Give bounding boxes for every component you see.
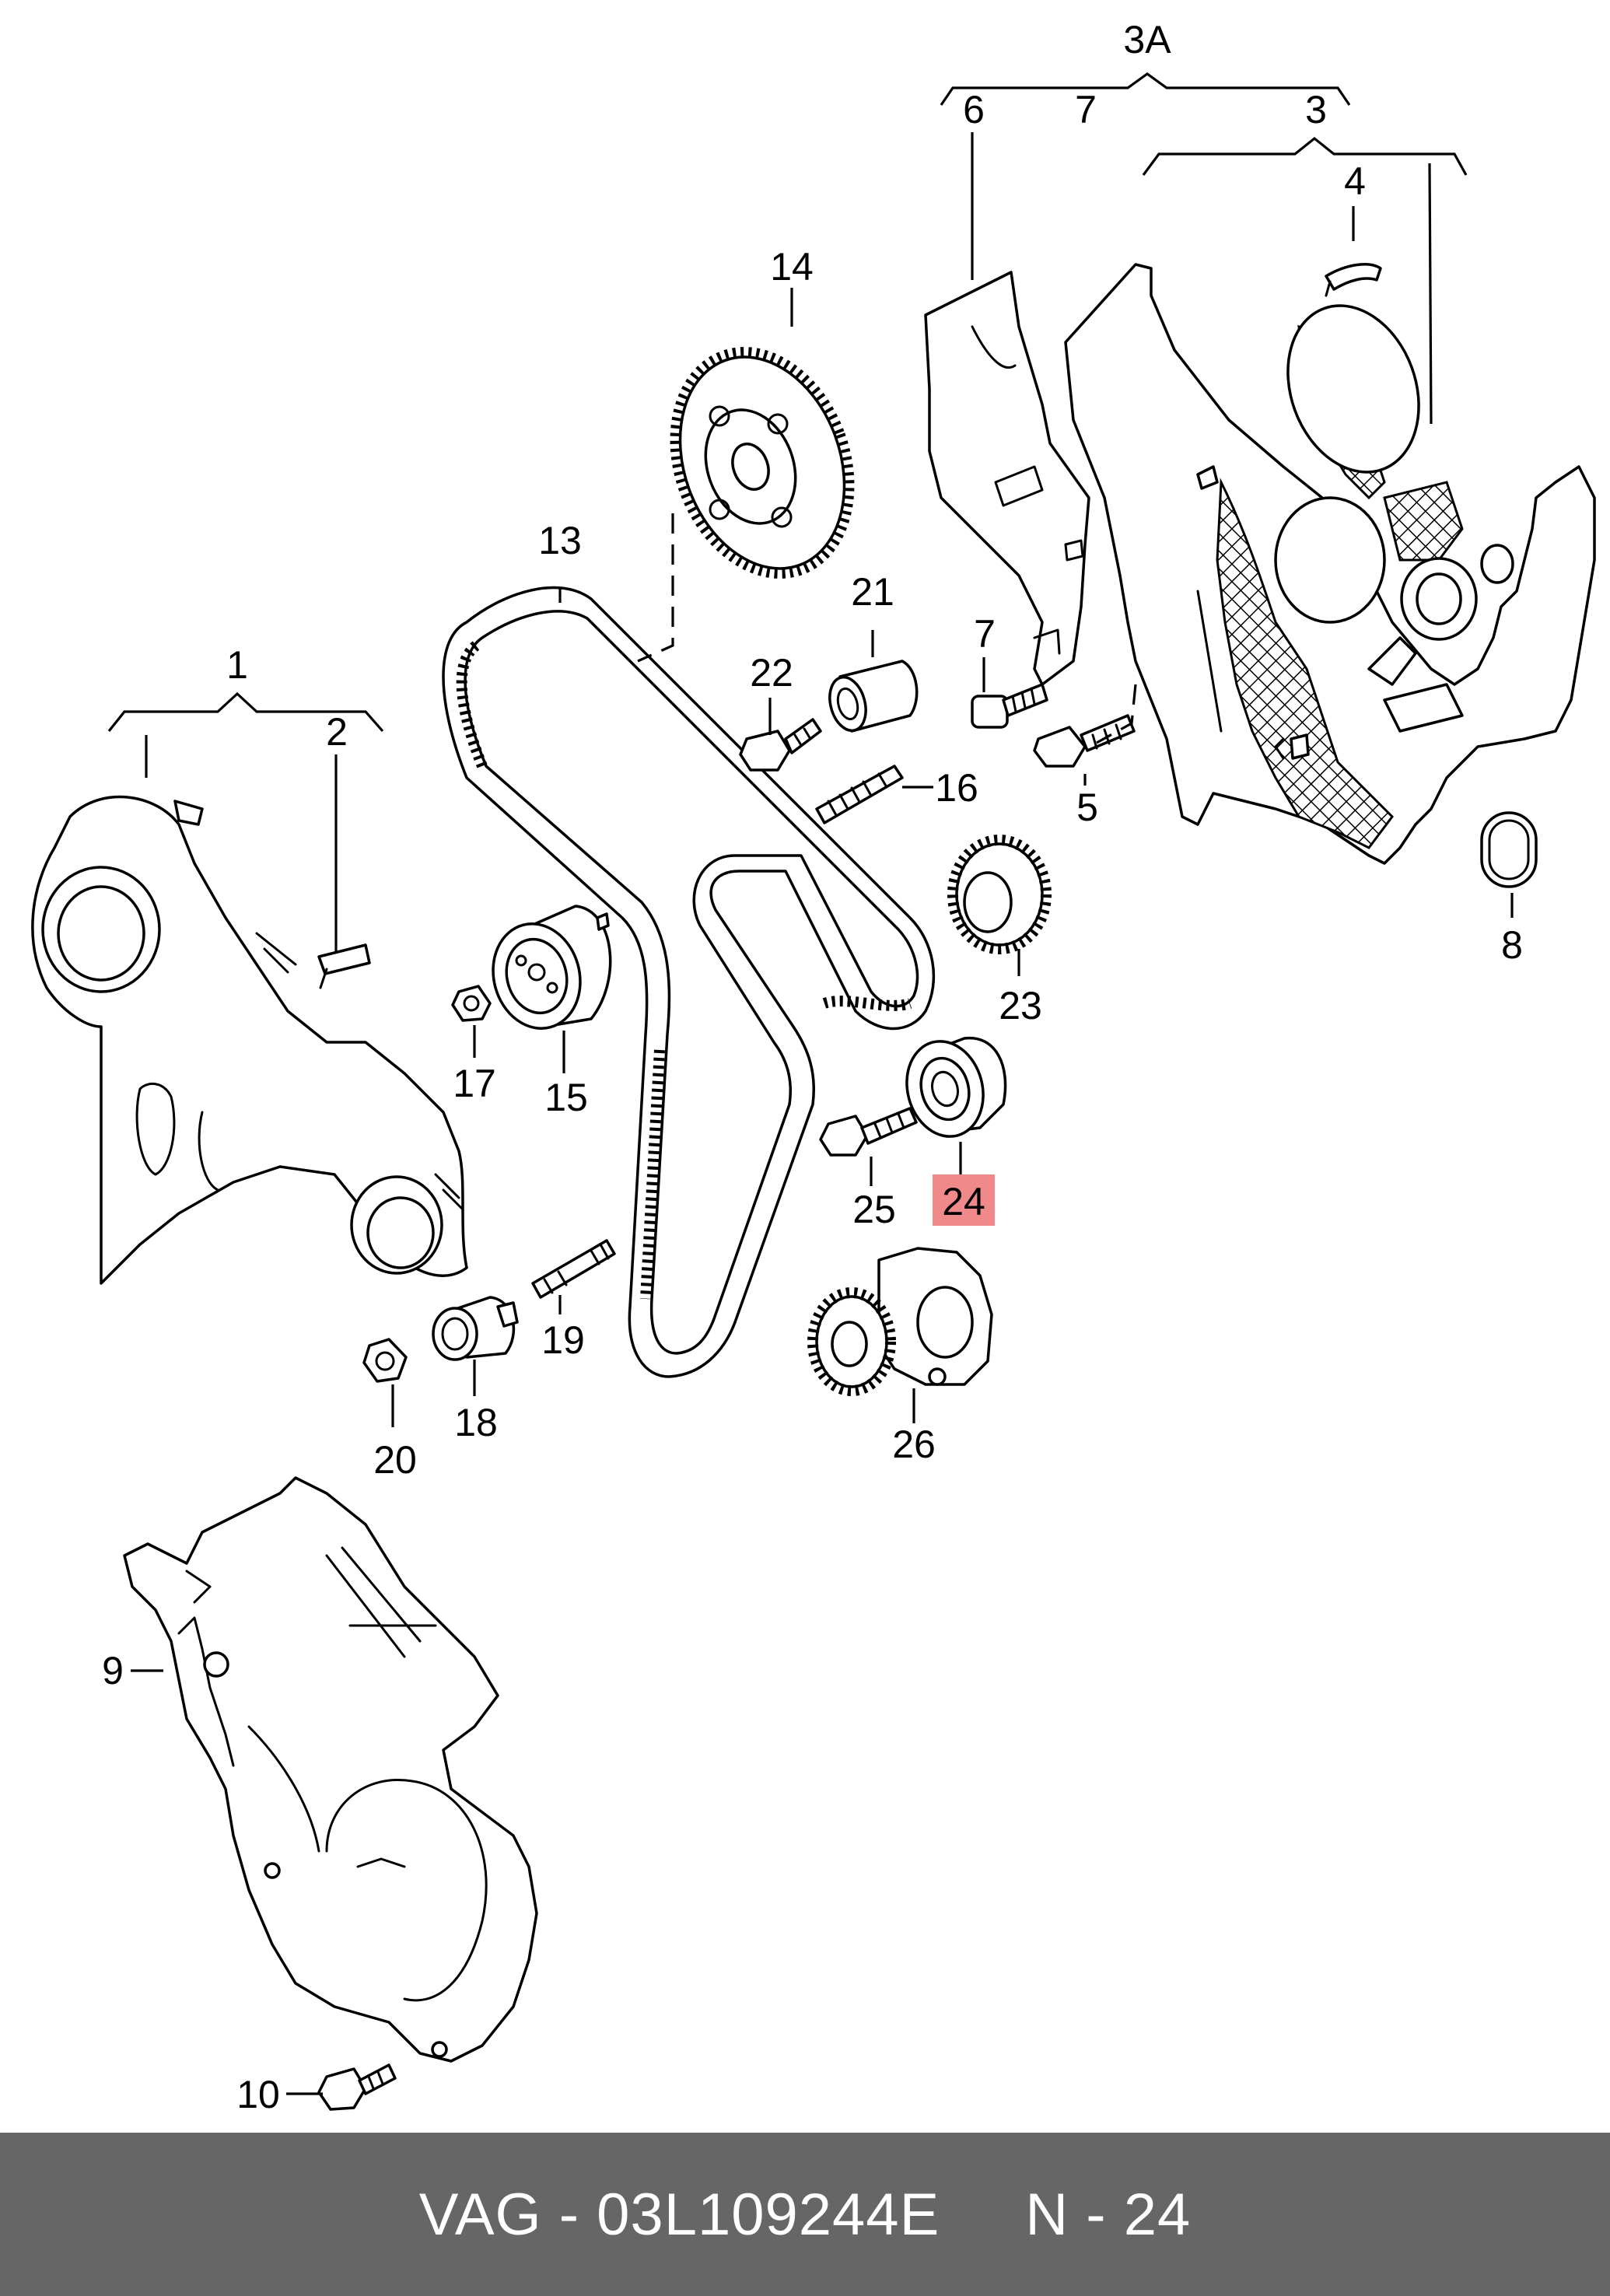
grommet-part-8 [1480,811,1538,888]
rear-cover-part-6 [924,271,1090,686]
part-number: VAG - 03L109244E [418,2181,940,2248]
stud-part-19 [531,1239,616,1299]
callout-7-top: 7 [1075,88,1097,131]
callout-5: 5 [1076,786,1098,829]
rear-cover-part-3 [1064,263,1596,865]
callout-25: 25 [852,1188,896,1231]
water-pump-part-26 [807,1247,993,1396]
highlight-box-24 [933,1174,995,1226]
callout-6: 6 [963,88,985,131]
clip-part-4 [1325,263,1382,297]
callout-9: 9 [102,1649,124,1692]
bolt-part-7 [971,683,1048,729]
stud-part-16 [815,765,904,824]
bolt-part-22 [739,718,822,772]
callout-labels: 3A 6 7 3 4 14 13 21 7 22 1 2 16 5 8 23 1… [102,18,1523,2116]
callout-3: 3 [1305,88,1327,131]
bolt-part-25 [819,1107,918,1157]
callout-2: 2 [326,710,348,754]
callout-23: 23 [999,984,1042,1027]
timing-belt-part-13 [442,586,936,1378]
callout-17: 17 [453,1062,496,1105]
callout-16: 16 [935,766,978,810]
bolt-part-5 [1033,714,1136,768]
callout-13: 13 [538,519,582,562]
callout-20: 20 [373,1438,417,1482]
part-number-footer: VAG - 03L109244E N - 24 [0,2133,1610,2296]
callout-1: 1 [226,643,248,687]
callout-24: 24 [942,1180,985,1223]
bolt-part-10 [317,2063,397,2111]
callout-4: 4 [1344,159,1366,203]
diagram-reference: N - 24 [1025,2181,1192,2248]
nut-part-17 [451,985,492,1022]
callout-8: 8 [1501,923,1523,967]
callout-26: 26 [892,1423,936,1466]
clip-part-2 [317,943,371,989]
sleeve-part-21 [828,660,919,733]
tensioner-pulley-part-15 [492,905,612,1030]
callout-15: 15 [544,1076,588,1119]
nut-part-20 [362,1338,408,1383]
callout-10: 10 [236,2073,280,2116]
camshaft-sprocket-part-14 [670,347,855,579]
alignment-line-camshaft [637,513,674,663]
alignment-line-cover [1096,684,1137,744]
callout-18: 18 [454,1401,498,1444]
crankshaft-sprocket-part-23 [947,835,1052,954]
idler-part-18 [432,1296,519,1361]
callout-21: 21 [851,570,894,614]
upper-timing-cover-part-1 [31,795,468,1285]
lower-timing-cover-part-9 [123,1476,538,2063]
callout-3A: 3A [1123,18,1171,61]
callout-7-mid: 7 [974,612,996,656]
callout-22: 22 [750,651,793,695]
leader-lines [107,72,1514,2095]
idler-roller-part-24 [905,1036,1007,1138]
timing-belt-exploded-diagram: 3A 6 7 3 4 14 13 21 7 22 1 2 16 5 8 23 1… [31,18,1596,2116]
callout-19: 19 [541,1318,585,1362]
callout-14: 14 [770,245,814,289]
